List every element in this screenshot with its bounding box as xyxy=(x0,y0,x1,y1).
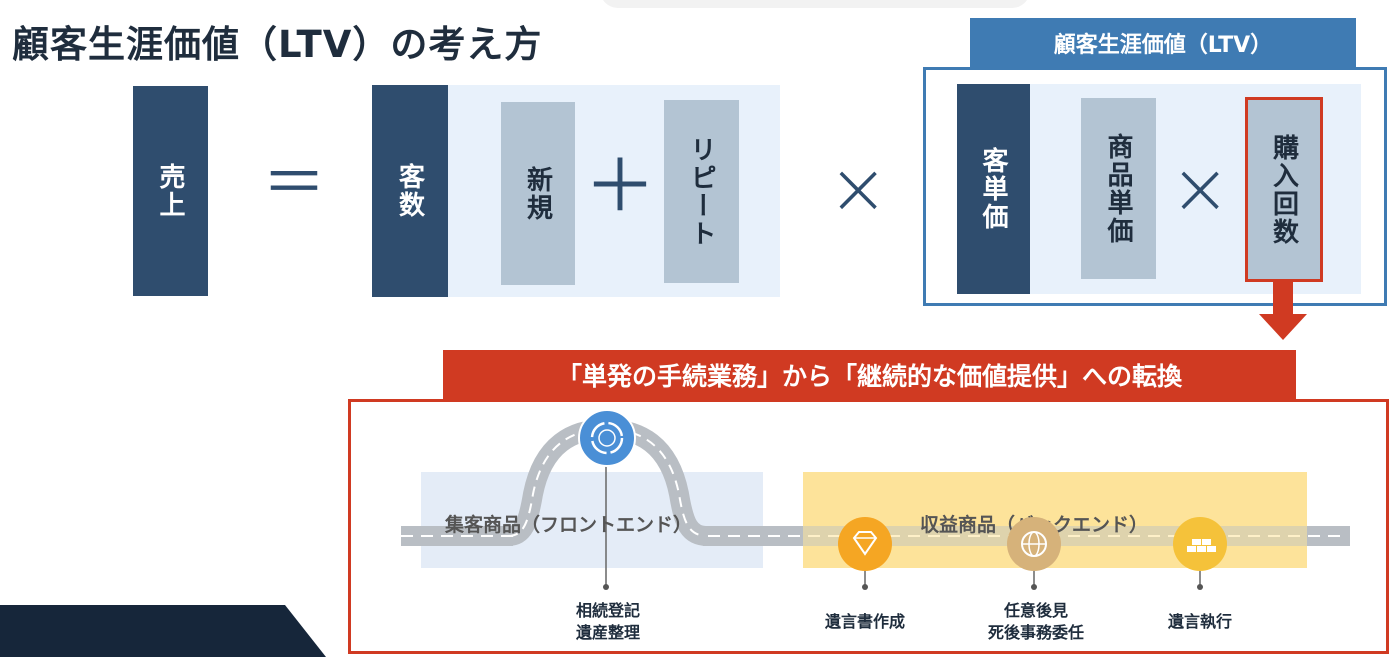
top-tab-shadow xyxy=(600,0,1030,8)
customers-label: 客数 xyxy=(394,163,425,219)
product-price-label: 商品単価 xyxy=(1103,132,1133,245)
milestone-line: 死後事務委任 xyxy=(987,623,1084,642)
milestone-label: 遺言書作成 xyxy=(800,611,930,633)
globe-icon xyxy=(1007,517,1061,571)
plus-sign: ＋ xyxy=(584,144,657,228)
corner-slab xyxy=(0,605,326,657)
milestone-label: 相続登記 遺産整理 xyxy=(540,600,676,644)
equals-sign: ＝ xyxy=(262,147,326,221)
repeat-label: リピート xyxy=(686,135,716,248)
ltv-header-label: 顧客生涯価値（LTV） xyxy=(1053,33,1273,58)
unit-price-label: 客単価 xyxy=(978,147,1008,231)
transform-banner: 「単発の手続業務」から「継続的な価値提供」への転換 xyxy=(443,350,1296,400)
milestone-text: 遺言書作成 xyxy=(824,612,905,631)
milestone-label: 任意後見 死後事務委任 xyxy=(966,600,1106,644)
down-arrow-icon xyxy=(1259,282,1307,340)
front-end-label: 集客商品（フロントエンド） xyxy=(445,514,693,536)
milestone-line: 相続登記 xyxy=(575,601,640,620)
milestone-line: 任意後見 xyxy=(1003,601,1068,620)
product-price-box: 商品単価 xyxy=(1081,98,1156,279)
times-sign: × xyxy=(828,146,889,230)
sales-label: 売上 xyxy=(155,163,185,219)
unit-price-box: 客単価 xyxy=(957,84,1030,294)
circular-arrows-icon xyxy=(578,409,636,467)
new-label: 新規 xyxy=(522,165,553,222)
transform-banner-label: 「単発の手続業務」から「継続的な価値提供」への転換 xyxy=(556,362,1182,391)
purchase-count-label: 購入回数 xyxy=(1268,133,1299,246)
diamond-icon xyxy=(838,517,892,571)
gold-bars-icon xyxy=(1173,517,1227,571)
milestone-text: 遺言執行 xyxy=(1167,612,1232,631)
sales-box: 売上 xyxy=(133,86,208,296)
milestone-line: 遺産整理 xyxy=(575,623,640,642)
page-title: 顧客生涯価値（LTV）の考え方 xyxy=(12,23,543,66)
ltv-header: 顧客生涯価値（LTV） xyxy=(970,18,1356,68)
customers-box: 客数 xyxy=(372,85,448,297)
repeat-box: リピート xyxy=(664,100,739,283)
purchase-count-box: 購入回数 xyxy=(1245,97,1323,282)
new-box: 新規 xyxy=(501,102,575,285)
ltv-times-sign: × xyxy=(1170,146,1231,230)
milestone-label: 遺言執行 xyxy=(1135,611,1265,633)
